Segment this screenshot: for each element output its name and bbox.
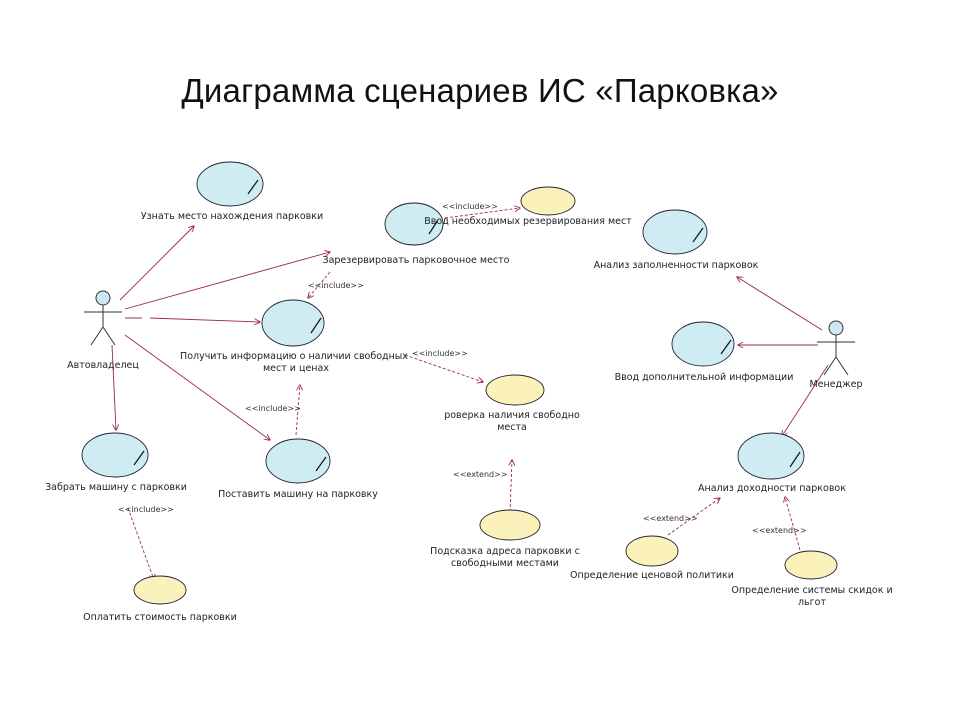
stereo-include-4: <<include>> bbox=[245, 404, 301, 413]
use-case-discount: Определение системы скидок и льгот bbox=[731, 550, 893, 608]
use-case-discount-label-1: Определение системы скидок и bbox=[731, 585, 892, 596]
stereo-extend-1: <<extend>> bbox=[453, 470, 508, 479]
use-case-load-analysis-label: Анализ заполненности парковок bbox=[594, 260, 759, 271]
stereo-extend-3: <<extend>> bbox=[752, 526, 807, 535]
use-case-get-info-label-1: Получить информацию о наличии свободных bbox=[180, 351, 408, 362]
assoc-driver-find-location bbox=[119, 226, 194, 301]
use-case-price-policy-label: Определение ценовой политики bbox=[570, 570, 734, 581]
stereo-extend-2: <<extend>> bbox=[643, 514, 698, 523]
use-case-get-info-label-2: мест и ценах bbox=[263, 363, 329, 374]
stereo-include-1: <<include>> bbox=[442, 202, 498, 211]
use-case-load-analysis: Анализ заполненности парковок bbox=[594, 209, 759, 271]
include-take-pay bbox=[127, 507, 154, 580]
assoc-manager-profit bbox=[782, 364, 829, 436]
use-case-discount-label-2: льгот bbox=[798, 597, 826, 608]
use-case-find-location: Узнать место нахождения парковки bbox=[141, 161, 323, 222]
assoc-driver-get-info bbox=[149, 317, 260, 322]
extend-price-profit bbox=[667, 498, 720, 536]
use-case-take-car: Забрать машину с парковки bbox=[45, 432, 187, 493]
use-case-take-car-label: Забрать машину с парковки bbox=[45, 482, 187, 493]
include-reserve-enter-data bbox=[444, 208, 520, 219]
use-case-reserve-label: Зарезервировать парковочное место bbox=[322, 255, 509, 266]
use-case-enter-reserve-data: Ввод необходимых резервирования мест bbox=[424, 186, 632, 227]
assoc-driver-reserve bbox=[124, 252, 330, 310]
extend-hint-check bbox=[510, 460, 512, 513]
use-case-park-car: Поставить машину на парковку bbox=[218, 438, 378, 500]
use-case-reserve: Зарезервировать парковочное место bbox=[322, 202, 510, 266]
use-case-get-info: Получить информацию о наличии свободных … bbox=[180, 299, 408, 374]
use-case-find-location-label: Узнать место нахождения парковки bbox=[141, 211, 323, 222]
use-case-profit-analysis-label: Анализ доходности парковок bbox=[698, 483, 846, 494]
page-title: Диаграмма сценариев ИС «Парковка» bbox=[181, 72, 779, 109]
actor-driver: Автовладелец bbox=[67, 290, 139, 371]
use-case-enter-reserve-data-label: Ввод необходимых резервирования мест bbox=[424, 216, 632, 227]
include-park-get-info bbox=[295, 385, 300, 436]
use-case-pay-label: Оплатить стоимость парковки bbox=[83, 612, 237, 623]
assoc-driver-park bbox=[124, 334, 270, 440]
actor-manager: Менеджер bbox=[809, 320, 863, 390]
use-case-park-car-label: Поставить машину на парковку bbox=[218, 489, 378, 500]
include-get-info-check bbox=[404, 354, 483, 382]
use-case-hint-label-2: свободными местами bbox=[451, 558, 559, 569]
use-case-check-free: роверка наличия свободно места bbox=[444, 374, 580, 433]
use-case-extra-info: Ввод дополнительной информации bbox=[615, 321, 794, 383]
use-case-check-free-label-2: места bbox=[497, 422, 527, 433]
extend-discount-profit bbox=[785, 497, 801, 551]
stereo-include-3: <<include>> bbox=[412, 349, 468, 358]
use-case-hint-label-1: Подсказка адреса парковки с bbox=[430, 546, 580, 557]
use-case-profit-analysis: Анализ доходности парковок bbox=[698, 432, 846, 494]
use-case-check-free-label-1: роверка наличия свободно bbox=[444, 410, 580, 421]
assoc-driver-take bbox=[111, 344, 116, 430]
assoc-manager-load bbox=[737, 277, 823, 331]
actor-driver-label: Автовладелец bbox=[67, 360, 139, 371]
use-case-price-policy: Определение ценовой политики bbox=[570, 535, 734, 581]
use-case-hint: Подсказка адреса парковки с свободными м… bbox=[430, 509, 580, 569]
actor-manager-label: Менеджер bbox=[809, 379, 862, 390]
stereo-include-2: <<include>> bbox=[308, 281, 364, 290]
use-case-extra-info-label: Ввод дополнительной информации bbox=[615, 372, 794, 383]
stereo-include-5: <<include>> bbox=[118, 505, 174, 514]
use-case-pay: Оплатить стоимость парковки bbox=[83, 575, 237, 623]
include-reserve-get-info bbox=[308, 271, 331, 298]
